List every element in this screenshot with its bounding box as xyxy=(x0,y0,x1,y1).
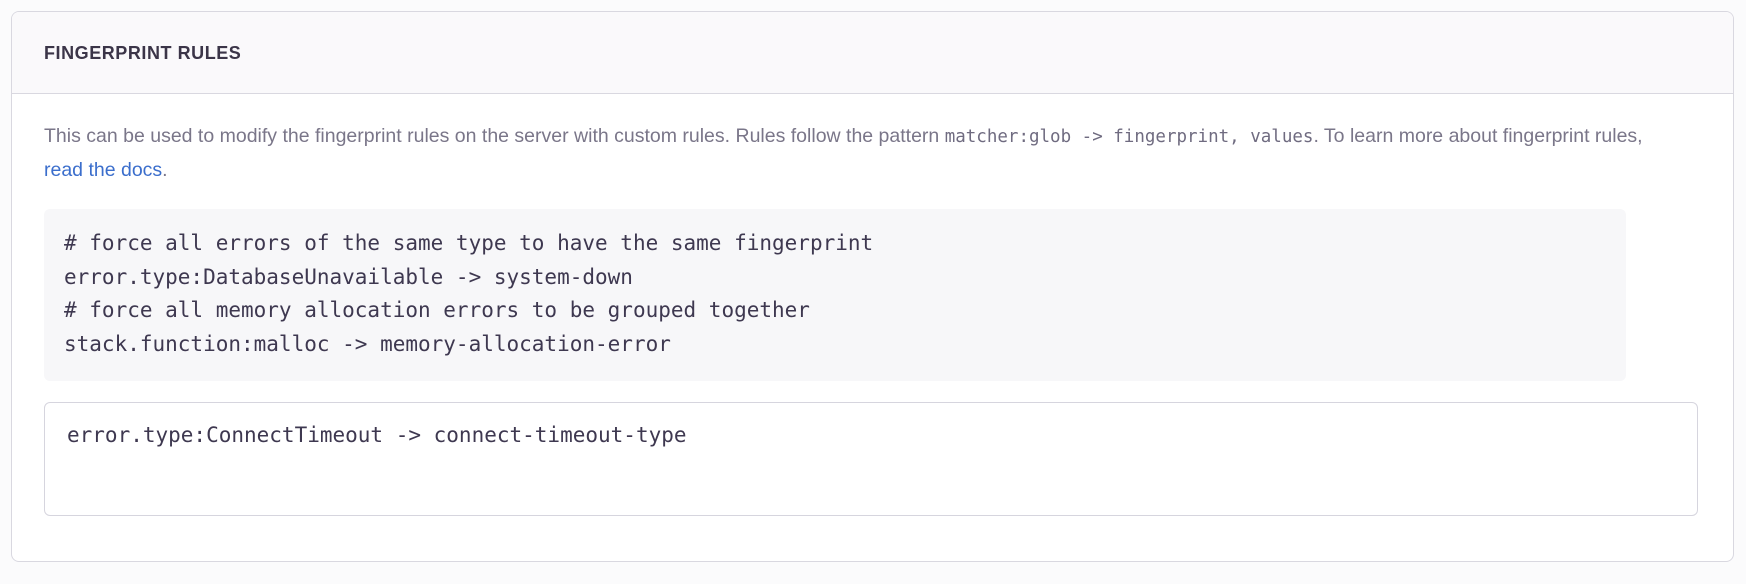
page-title: FINGERPRINT RULES xyxy=(44,42,242,63)
pattern-code-snippet: matcher:glob -> fingerprint, values xyxy=(944,127,1314,147)
description-part-1: This can be used to modify the fingerpri… xyxy=(44,125,945,147)
description-part-2: . To learn more about fingerprint rules, xyxy=(1313,125,1643,147)
panel-header: FINGERPRINT RULES xyxy=(12,12,1733,94)
panel-body: This can be used to modify the fingerpri… xyxy=(12,94,1733,516)
example-rules-code-block: # force all errors of the same type to h… xyxy=(44,209,1626,381)
example-rules-code: # force all errors of the same type to h… xyxy=(64,231,874,356)
fingerprint-rules-input-wrapper xyxy=(44,402,1698,516)
description-text: This can be used to modify the fingerpri… xyxy=(44,120,1644,187)
fingerprint-rules-input[interactable] xyxy=(44,402,1698,516)
read-the-docs-link[interactable]: read the docs xyxy=(44,159,163,181)
fingerprint-rules-panel: FINGERPRINT RULES This can be used to mo… xyxy=(11,11,1734,562)
description-part-3: . xyxy=(162,159,168,181)
